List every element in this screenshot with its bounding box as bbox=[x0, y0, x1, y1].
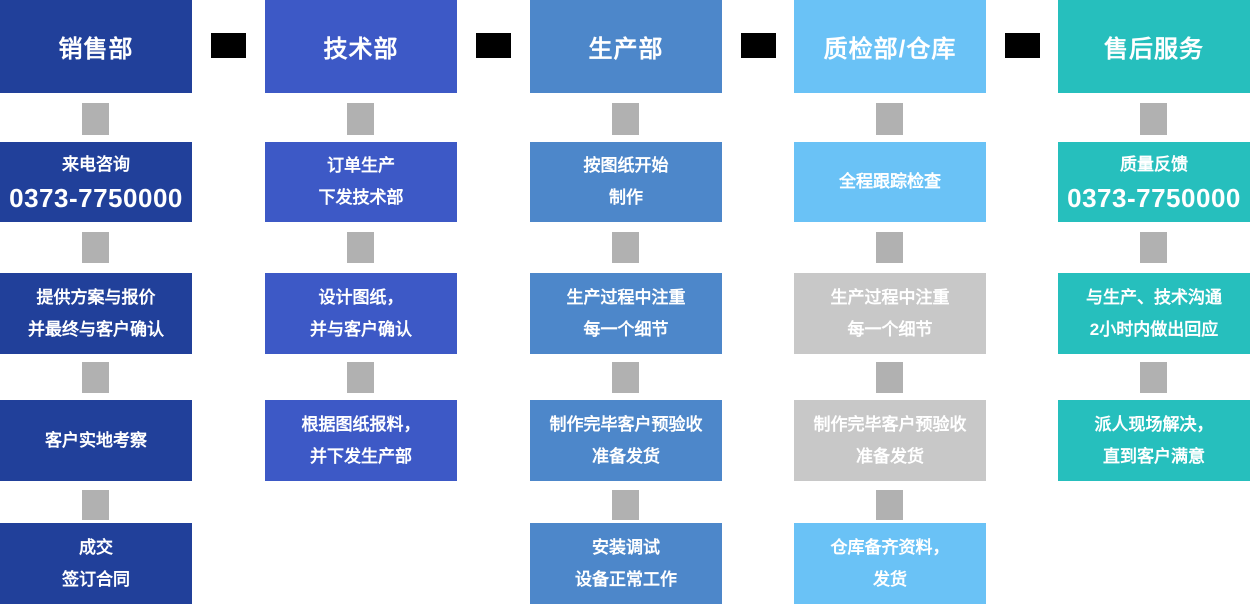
step-box-production-detail: 生产过程中注重 每一个细节 bbox=[530, 273, 722, 354]
step-box-aftersales-response: 与生产、技术沟通 2小时内做出回应 bbox=[1058, 273, 1250, 354]
step-box-sales-phone: 来电咨询 0373-7750000 bbox=[0, 142, 192, 222]
step-box-qc-ship: 仓库备齐资料， 发货 bbox=[794, 523, 986, 604]
step-box-aftersales-onsite: 派人现场解决， 直到客户满意 bbox=[1058, 400, 1250, 481]
step-box-production-install: 安装调试 设备正常工作 bbox=[530, 523, 722, 604]
step-line: 与生产、技术沟通 bbox=[1086, 287, 1222, 307]
step-line: 仓库备齐资料， bbox=[830, 537, 950, 557]
step-box-sales-deal: 成交 签订合同 bbox=[0, 523, 192, 604]
header-connector-square bbox=[211, 33, 246, 58]
step-box-tech-material: 根据图纸报料， 并下发生产部 bbox=[265, 400, 457, 481]
step-line: 提供方案与报价 bbox=[36, 287, 156, 307]
step-line: 并下发生产部 bbox=[310, 446, 412, 466]
step-box-tech-order: 订单生产 下发技术部 bbox=[265, 142, 457, 222]
vertical-connector bbox=[1140, 362, 1167, 393]
step-line: 成交 bbox=[79, 537, 113, 557]
step-line: 2小时内做出回应 bbox=[1089, 319, 1219, 339]
vertical-connector bbox=[876, 232, 903, 263]
header-connector-square bbox=[741, 33, 776, 58]
header-connector-square bbox=[1005, 33, 1040, 58]
step-box-sales-quote: 提供方案与报价 并最终与客户确认 bbox=[0, 273, 192, 354]
step-line: 客户实地考察 bbox=[45, 430, 147, 450]
step-line: 根据图纸报料， bbox=[301, 414, 421, 434]
step-box-sales-visit: 客户实地考察 bbox=[0, 400, 192, 481]
flow-column-production: 生产部 按图纸开始 制作 生产过程中注重 每一个细节 制作完毕客户预验收 准备发… bbox=[530, 0, 722, 607]
step-box-qc-detail: 生产过程中注重 每一个细节 bbox=[794, 273, 986, 354]
vertical-connector bbox=[612, 232, 639, 263]
column-header-qc: 质检部/仓库 bbox=[794, 0, 986, 93]
step-box-aftersales-phone: 质量反馈 0373-7750000 bbox=[1058, 142, 1250, 222]
flow-column-aftersales: 售后服务 质量反馈 0373-7750000 与生产、技术沟通 2小时内做出回应… bbox=[1058, 0, 1250, 607]
step-line: 每一个细节 bbox=[847, 319, 933, 339]
step-line: 发货 bbox=[873, 569, 907, 589]
step-line: 制作 bbox=[609, 188, 643, 207]
vertical-connector bbox=[82, 232, 109, 263]
vertical-connector bbox=[82, 490, 109, 520]
column-header-production: 生产部 bbox=[530, 0, 722, 93]
phone-number: 0373-7750000 bbox=[1067, 183, 1241, 213]
step-line: 签订合同 bbox=[62, 569, 130, 589]
column-header-aftersales: 售后服务 bbox=[1058, 0, 1250, 93]
vertical-connector bbox=[82, 362, 109, 393]
vertical-connector bbox=[1140, 103, 1167, 135]
step-box-tech-design: 设计图纸， 并与客户确认 bbox=[265, 273, 457, 354]
vertical-connector bbox=[612, 490, 639, 520]
step-line: 准备发货 bbox=[856, 446, 924, 466]
step-line: 全程跟踪检查 bbox=[839, 172, 941, 191]
step-line: 派人现场解决， bbox=[1094, 414, 1214, 434]
vertical-connector bbox=[876, 362, 903, 393]
vertical-connector bbox=[876, 490, 903, 520]
step-line: 按图纸开始 bbox=[583, 156, 669, 175]
step-line: 质量反馈 bbox=[1120, 155, 1188, 174]
step-line: 订单生产 bbox=[327, 156, 395, 175]
step-box-production-start: 按图纸开始 制作 bbox=[530, 142, 722, 222]
vertical-connector bbox=[612, 362, 639, 393]
step-line: 准备发货 bbox=[592, 446, 660, 466]
column-header-tech: 技术部 bbox=[265, 0, 457, 93]
vertical-connector bbox=[1140, 232, 1167, 263]
step-box-production-preaccept: 制作完毕客户预验收 准备发货 bbox=[530, 400, 722, 481]
flow-column-qc: 质检部/仓库 全程跟踪检查 生产过程中注重 每一个细节 制作完毕客户预验收 准备… bbox=[794, 0, 986, 607]
vertical-connector bbox=[347, 232, 374, 263]
step-line: 生产过程中注重 bbox=[566, 287, 686, 307]
step-line: 设计图纸， bbox=[318, 287, 404, 307]
phone-number: 0373-7750000 bbox=[9, 183, 183, 213]
vertical-connector bbox=[347, 103, 374, 135]
step-box-qc-track: 全程跟踪检查 bbox=[794, 142, 986, 222]
step-line: 制作完毕客户预验收 bbox=[549, 414, 703, 434]
step-line: 制作完毕客户预验收 bbox=[813, 414, 967, 434]
step-line: 安装调试 bbox=[592, 537, 660, 557]
step-line: 生产过程中注重 bbox=[830, 287, 950, 307]
vertical-connector bbox=[82, 103, 109, 135]
flow-column-tech: 技术部 订单生产 下发技术部 设计图纸， 并与客户确认 根据图纸报料， 并下发生… bbox=[265, 0, 457, 607]
step-line: 来电咨询 bbox=[62, 155, 130, 174]
header-connector-square bbox=[476, 33, 511, 58]
column-header-sales: 销售部 bbox=[0, 0, 192, 93]
step-line: 下发技术部 bbox=[318, 188, 404, 207]
vertical-connector bbox=[612, 103, 639, 135]
step-line: 每一个细节 bbox=[583, 319, 669, 339]
flow-column-sales: 销售部 来电咨询 0373-7750000 提供方案与报价 并最终与客户确认 客… bbox=[0, 0, 192, 607]
vertical-connector bbox=[347, 362, 374, 393]
step-line: 并与客户确认 bbox=[310, 319, 412, 339]
step-box-qc-preaccept: 制作完毕客户预验收 准备发货 bbox=[794, 400, 986, 481]
vertical-connector bbox=[876, 103, 903, 135]
step-line: 并最终与客户确认 bbox=[28, 319, 164, 339]
step-line: 设备正常工作 bbox=[575, 569, 677, 589]
step-line: 直到客户满意 bbox=[1103, 446, 1205, 466]
